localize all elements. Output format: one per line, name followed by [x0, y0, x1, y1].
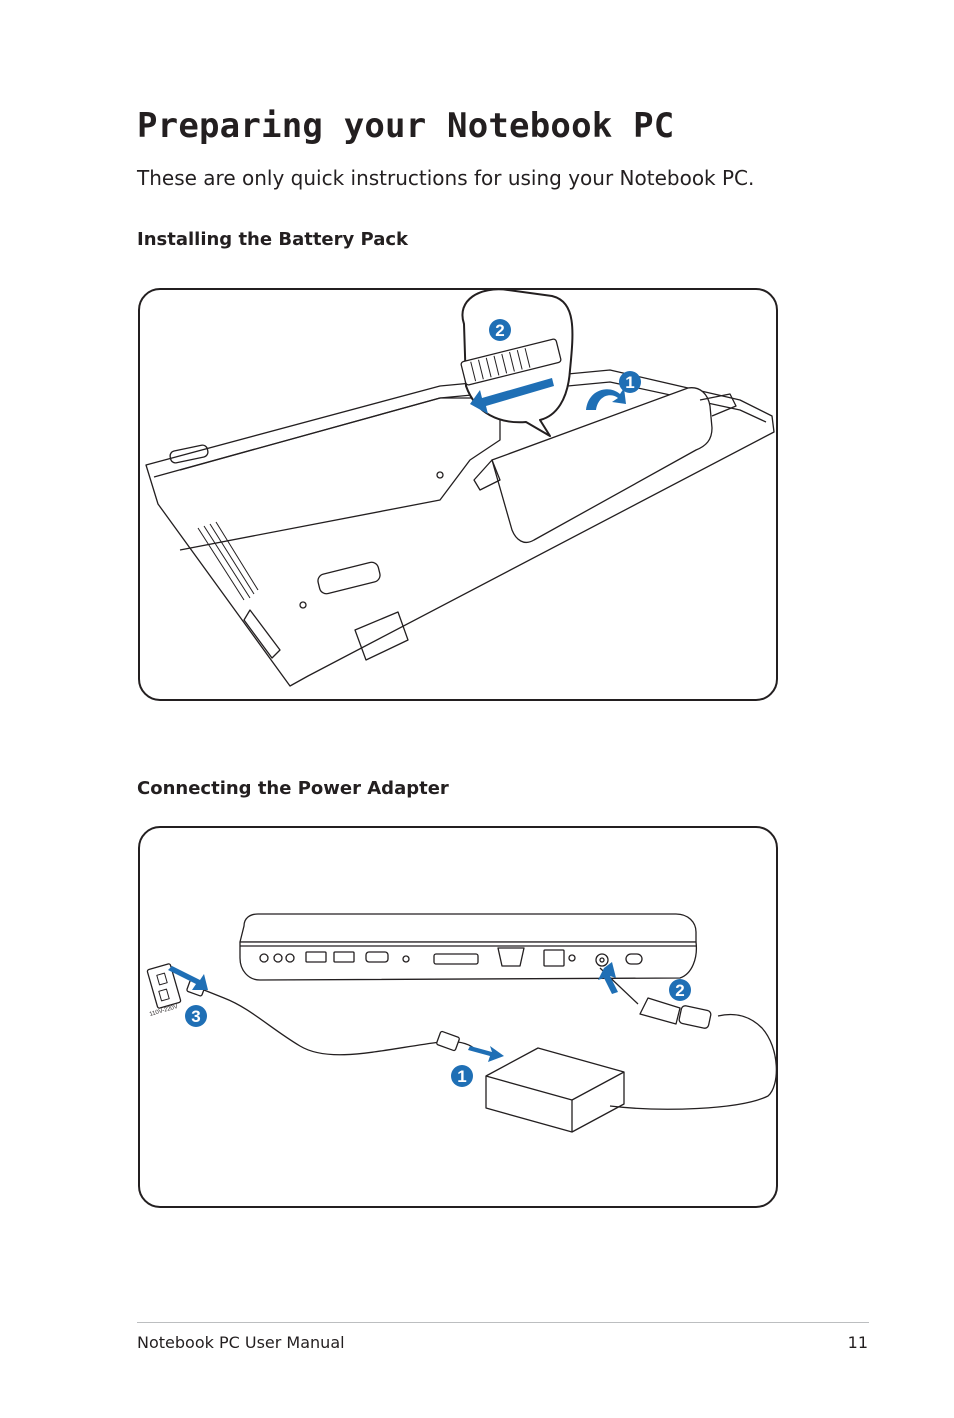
arrow-icon [470, 378, 626, 414]
footer-divider [137, 1322, 869, 1323]
page-title: Preparing your Notebook PC [137, 106, 675, 146]
arrow-icon [168, 962, 618, 1062]
footer-manual-name: Notebook PC User Manual [137, 1333, 345, 1352]
power-adapter-illustration: 110V-220V 1 2 3 [138, 826, 778, 1208]
section-heading-battery: Installing the Battery Pack [137, 229, 409, 250]
section-heading-power: Connecting the Power Adapter [137, 778, 449, 799]
footer-page-number: 11 [847, 1333, 868, 1352]
svg-text:3: 3 [191, 1007, 200, 1026]
svg-text:2: 2 [675, 981, 684, 1000]
step-badge-3: 3 [185, 1005, 207, 1027]
step-badge-2: 2 [669, 979, 691, 1001]
power-diagram: 110V-220V 1 2 3 [146, 913, 776, 1133]
svg-text:2: 2 [495, 321, 504, 340]
svg-text:1: 1 [457, 1067, 466, 1086]
intro-text: These are only quick instructions for us… [137, 166, 755, 190]
step-badge-2: 2 [489, 319, 511, 341]
battery-install-illustration: 1 2 [138, 288, 778, 701]
step-badge-1: 1 [619, 371, 641, 393]
step-badge-1: 1 [451, 1065, 473, 1087]
svg-text:1: 1 [625, 373, 634, 392]
battery-diagram: 1 2 [145, 290, 775, 687]
